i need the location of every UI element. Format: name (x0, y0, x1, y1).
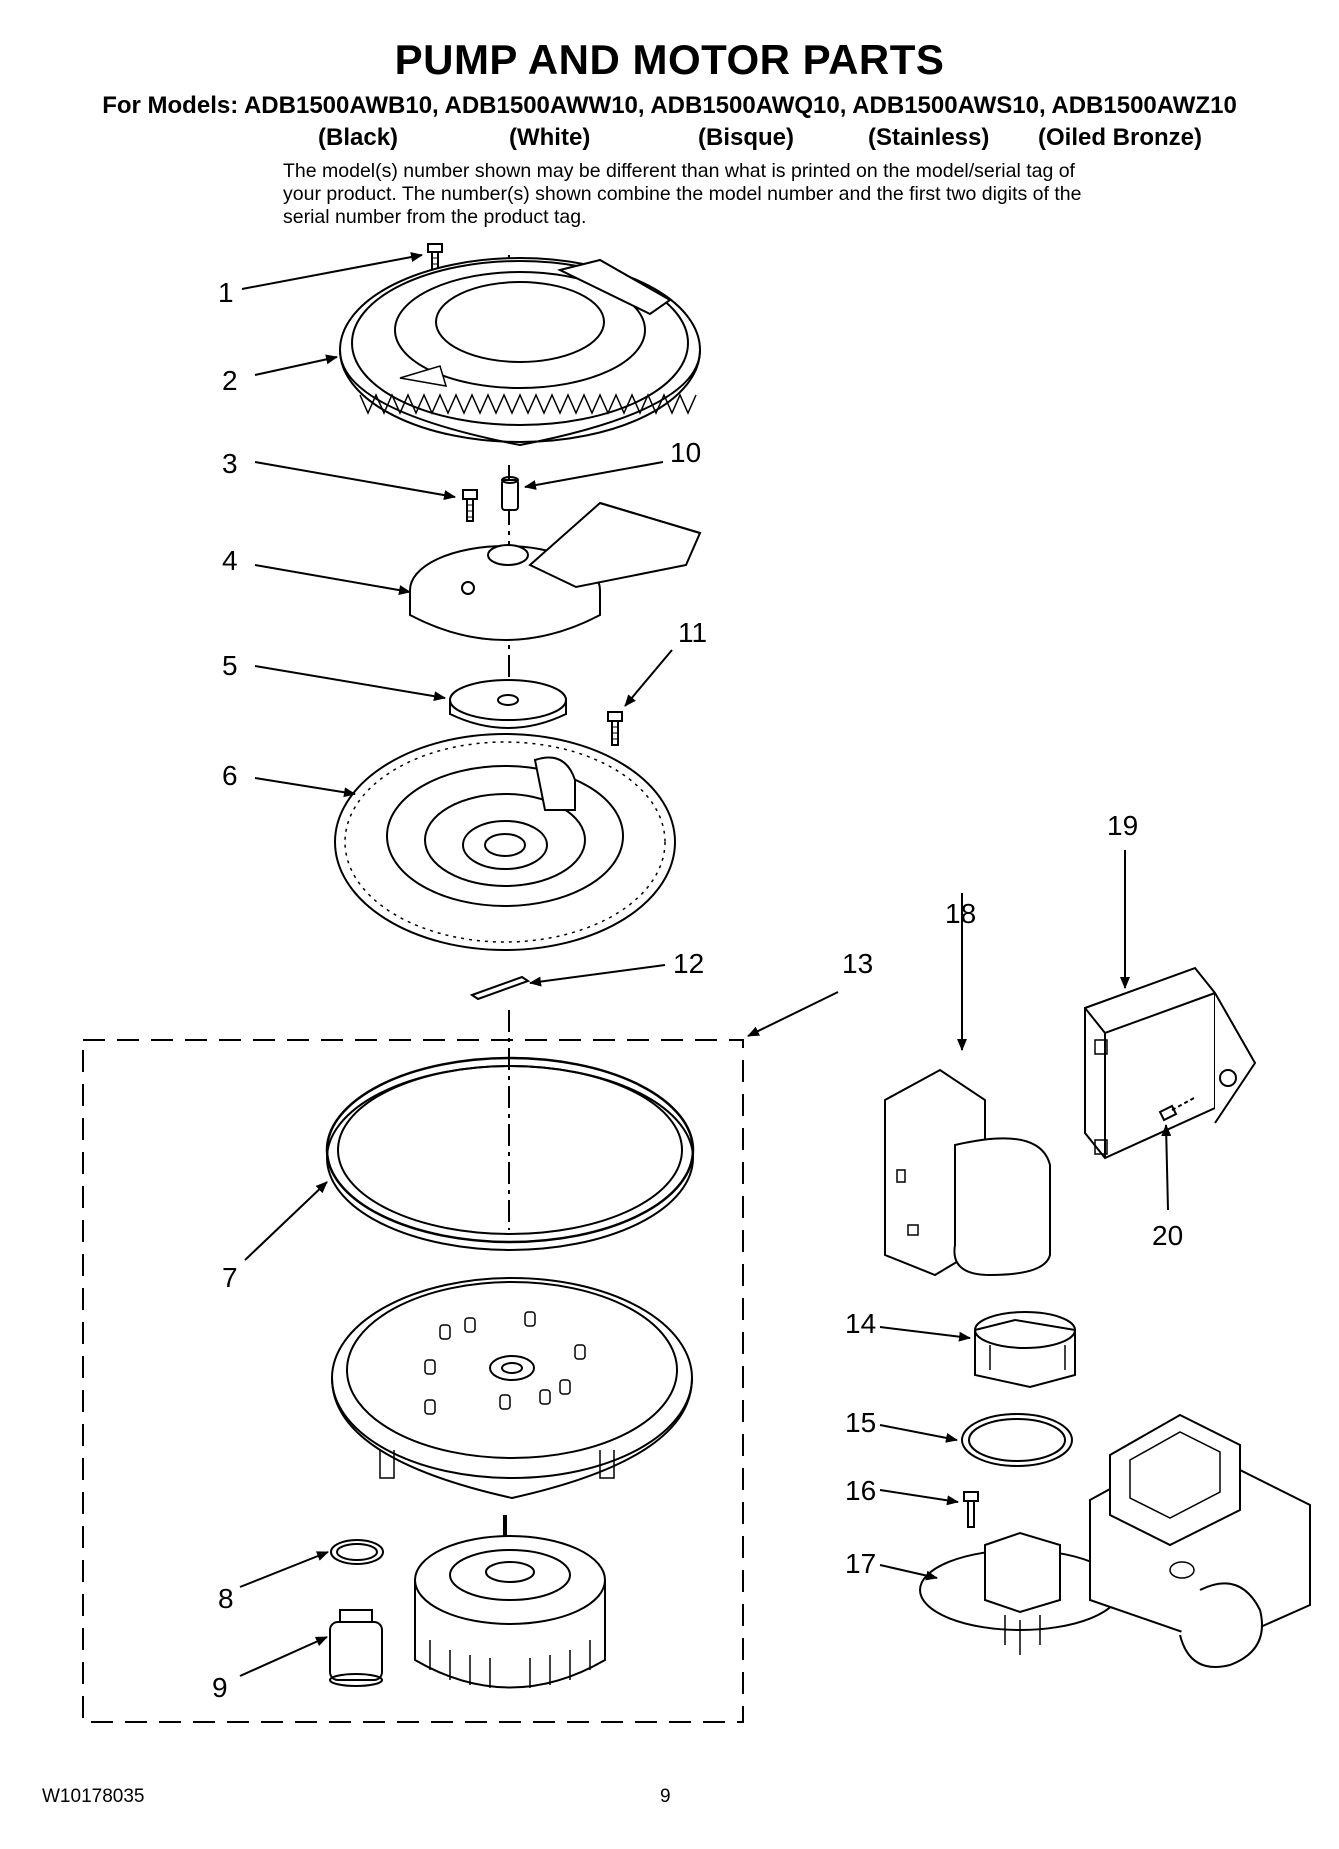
part-6-motor-mount (334, 733, 676, 951)
part-5-impeller (449, 679, 567, 729)
callout-1: 1 (218, 277, 234, 308)
callout-13: 13 (842, 948, 873, 979)
color-black: (Black) (318, 124, 399, 151)
part-3-screw (462, 489, 478, 522)
callout-20: 20 (1152, 1220, 1183, 1251)
part-9-sensor (329, 1609, 383, 1687)
part-18-bracket (884, 1068, 1051, 1277)
part-12-seal (469, 975, 531, 1001)
document-id: W10178035 (42, 1786, 145, 1807)
callout-4: 4 (222, 545, 238, 576)
motor (414, 1515, 606, 1689)
callout-labels: 1 2 3 4 5 6 7 8 9 10 11 12 13 14 15 16 1… (212, 277, 1183, 1703)
callout-2: 2 (222, 365, 238, 396)
callout-19: 19 (1107, 810, 1138, 841)
callout-12: 12 (673, 948, 704, 979)
part-7-ring-gasket (325, 1056, 695, 1251)
part-15-o-ring (961, 1413, 1073, 1467)
part-19-control-box (1084, 966, 1257, 1160)
callout-6: 6 (222, 760, 238, 791)
part-14-cap (974, 1311, 1076, 1389)
callout-7: 7 (222, 1262, 238, 1293)
part-4-pump-housing (409, 501, 702, 641)
page-title: PUMP AND MOTOR PARTS (394, 36, 945, 83)
models-line: For Models: ADB1500AWB10, ADB1500AWW10, … (102, 92, 1237, 119)
callout-14: 14 (845, 1308, 876, 1339)
callout-11: 11 (678, 617, 707, 648)
callout-10: 10 (670, 437, 701, 468)
page-number: 9 (660, 1786, 671, 1807)
callout-3: 3 (222, 448, 238, 479)
part-8-o-ring (330, 1539, 384, 1565)
callout-8: 8 (218, 1583, 234, 1614)
part-16-screw (963, 1491, 979, 1528)
callout-17: 17 (845, 1548, 876, 1579)
part-10-coupler (501, 476, 519, 511)
part-11-screw (607, 711, 623, 746)
part-2-filter-cover (339, 257, 701, 447)
callout-15: 15 (845, 1407, 876, 1438)
part-20-screw (1158, 1097, 1195, 1122)
part-13-assembly-box (82, 1039, 744, 1723)
color-white: (White) (509, 124, 591, 151)
callout-5: 5 (222, 650, 238, 681)
part-17-drain-pump (919, 1413, 1311, 1668)
part-13-sump (331, 1277, 693, 1500)
callout-9: 9 (212, 1672, 228, 1703)
callout-18: 18 (945, 898, 976, 929)
disclaimer-text: The model(s) number shown may be differe… (283, 160, 1082, 228)
color-stainless: (Stainless) (868, 124, 990, 151)
color-oiled-bronze: (Oiled Bronze) (1038, 124, 1203, 151)
callout-16: 16 (845, 1475, 876, 1506)
color-bisque: (Bisque) (698, 124, 794, 151)
callout-leaders (239, 252, 1172, 1677)
